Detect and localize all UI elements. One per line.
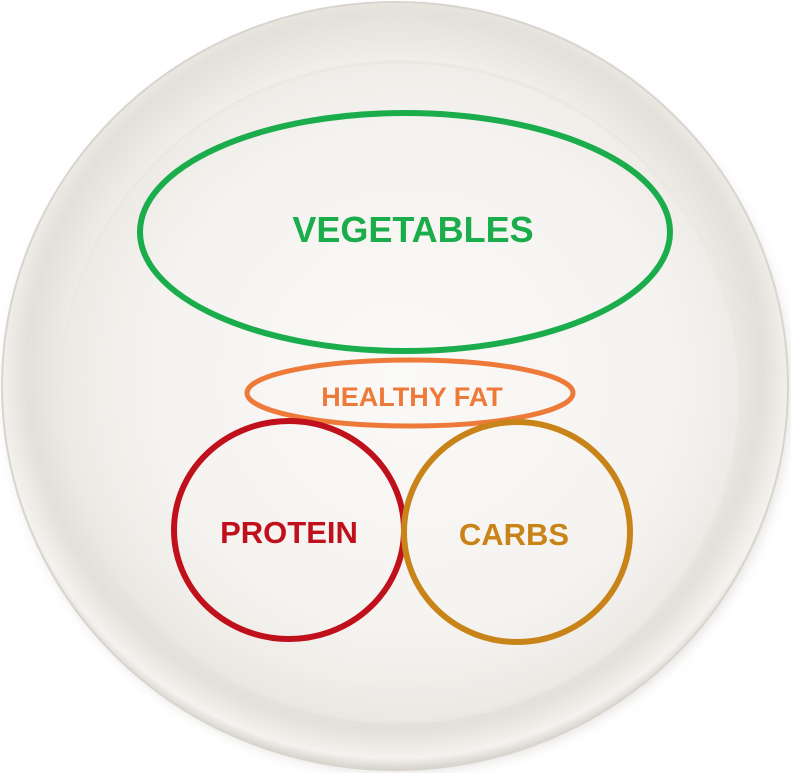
carbs-label: CARBS — [459, 517, 569, 552]
section-carbs: CARBS — [401, 419, 633, 645]
carbs-outline — [401, 419, 633, 645]
section-vegetables: VEGETABLES — [137, 110, 673, 354]
vegetables-outline — [137, 110, 673, 354]
vegetables-label: VEGETABLES — [292, 209, 533, 250]
plate-well — [58, 60, 742, 724]
healthy-fat-label: HEALTHY FAT — [321, 382, 503, 412]
section-healthy-fat: HEALTHY FAT — [244, 357, 576, 429]
protein-label: PROTEIN — [220, 515, 358, 550]
healthy-fat-outline — [244, 357, 576, 429]
